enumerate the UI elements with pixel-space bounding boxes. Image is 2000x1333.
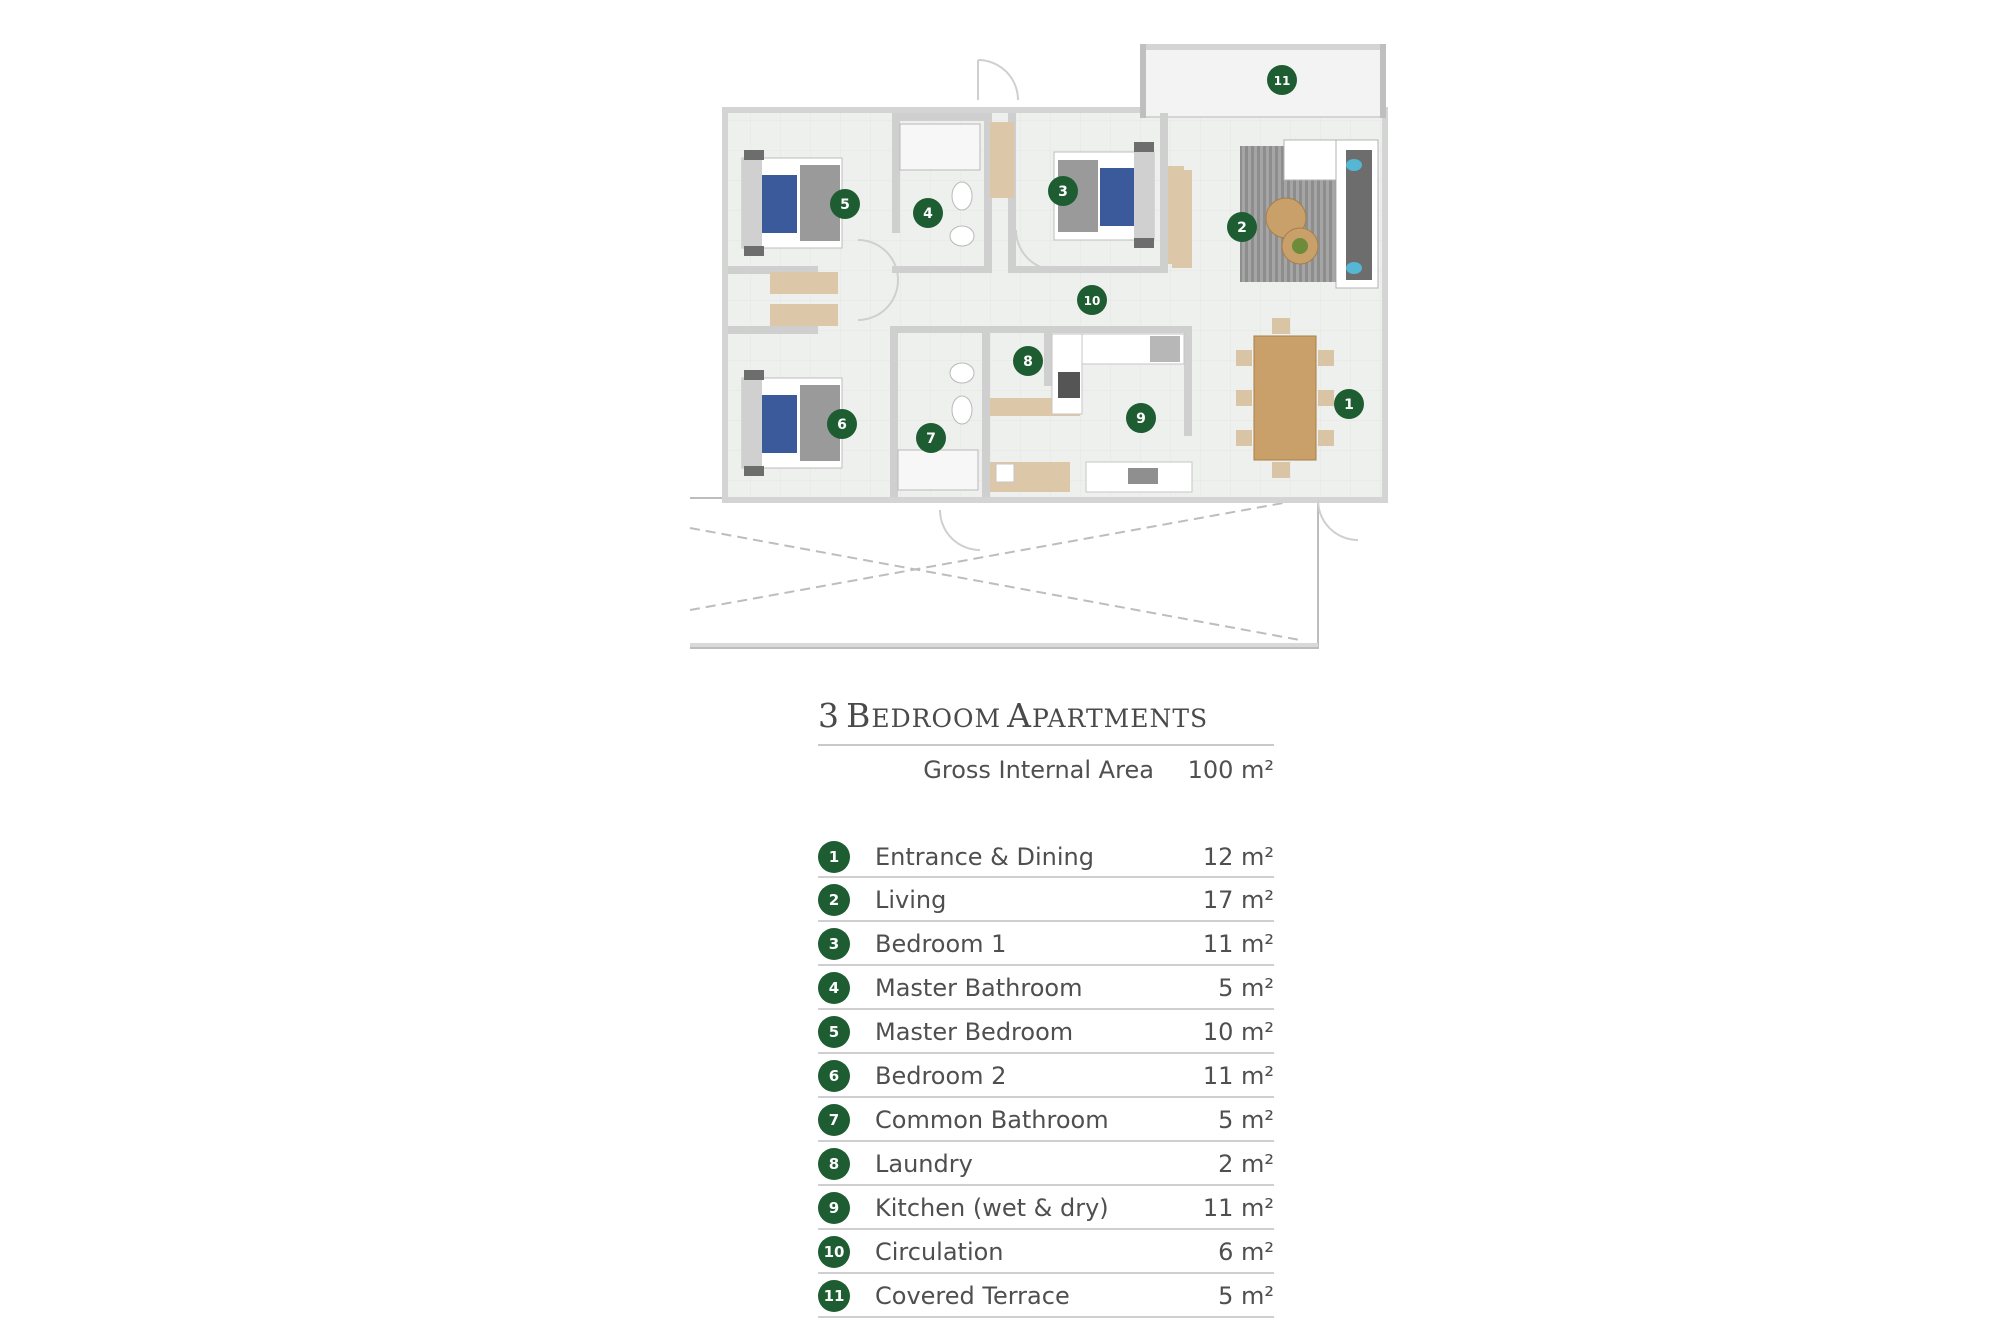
room-number-badge: 8 xyxy=(818,1148,850,1180)
room-marker-8: 8 xyxy=(1013,346,1043,376)
svg-text:9: 9 xyxy=(1136,411,1146,427)
room-name: Living xyxy=(875,886,947,914)
room-number-badge: 5 xyxy=(818,1016,850,1048)
room-name: Covered Terrace xyxy=(875,1282,1070,1310)
svg-text:3: 3 xyxy=(1058,184,1068,200)
title-number: 3 xyxy=(818,696,840,735)
room-name: Common Bathroom xyxy=(875,1106,1109,1134)
room-row: 3 Bedroom 1 11 m² xyxy=(818,922,1274,966)
room-area: 6 m² xyxy=(1218,1238,1274,1266)
svg-text:7: 7 xyxy=(926,431,936,447)
svg-text:11: 11 xyxy=(1274,74,1291,88)
master-bed xyxy=(741,150,843,256)
room-area: 2 m² xyxy=(1218,1150,1274,1178)
gross-internal-area: Gross Internal Area 100 m² xyxy=(818,756,1274,784)
room-name: Master Bedroom xyxy=(875,1018,1074,1046)
svg-text:4: 4 xyxy=(923,206,933,222)
room-list: 1 Entrance & Dining 12 m² 2 Living 17 m²… xyxy=(818,836,1274,1318)
room-name: Entrance & Dining xyxy=(875,843,1094,871)
room-row: 4 Master Bathroom 5 m² xyxy=(818,966,1274,1010)
room-marker-10: 10 xyxy=(1077,285,1107,315)
room-row: 6 Bedroom 2 11 m² xyxy=(818,1054,1274,1098)
room-marker-11: 11 xyxy=(1267,65,1297,95)
room-row: 8 Laundry 2 m² xyxy=(818,1142,1274,1186)
room-row: 1 Entrance & Dining 12 m² xyxy=(818,836,1274,878)
room-area: 11 m² xyxy=(1202,1062,1274,1090)
room-number-badge: 2 xyxy=(818,884,850,916)
title-word-1-rest: EDROOM xyxy=(871,704,1002,733)
room-area: 17 m² xyxy=(1202,886,1274,914)
room-number-badge: 6 xyxy=(818,1060,850,1092)
room-marker-2: 2 xyxy=(1227,212,1257,242)
room-name: Bedroom 2 xyxy=(875,1062,1007,1090)
room-name: Laundry xyxy=(875,1150,973,1178)
dining-table xyxy=(1236,318,1334,478)
room-row: 9 Kitchen (wet & dry) 11 m² xyxy=(818,1186,1274,1230)
room-area: 12 m² xyxy=(1202,843,1274,871)
room-number-badge: 11 xyxy=(818,1280,850,1312)
room-marker-7: 7 xyxy=(916,423,946,453)
room-area: 11 m² xyxy=(1202,1194,1274,1222)
room-name: Circulation xyxy=(875,1238,1004,1266)
room-area: 5 m² xyxy=(1218,1282,1274,1310)
room-row: 7 Common Bathroom 5 m² xyxy=(818,1098,1274,1142)
room-name: Bedroom 1 xyxy=(875,930,1007,958)
room-marker-9: 9 xyxy=(1126,403,1156,433)
room-name: Kitchen (wet & dry) xyxy=(875,1194,1109,1222)
bedroom2-bed xyxy=(741,370,843,476)
room-area: 5 m² xyxy=(1218,974,1274,1002)
room-number-badge: 1 xyxy=(818,841,850,873)
room-marker-6: 6 xyxy=(827,409,857,439)
room-marker-1: 1 xyxy=(1334,389,1364,419)
area-schedule: 3 BEDROOM APARTMENTS Gross Internal Area… xyxy=(818,696,1274,1318)
title-word-1-cap: B xyxy=(846,696,872,735)
room-row: 2 Living 17 m² xyxy=(818,878,1274,922)
kitchen-counters xyxy=(990,333,1193,493)
room-number-badge: 9 xyxy=(818,1192,850,1224)
room-number-badge: 4 xyxy=(818,972,850,1004)
svg-text:10: 10 xyxy=(1084,294,1101,308)
room-row: 11 Covered Terrace 5 m² xyxy=(818,1274,1274,1318)
room-marker-4: 4 xyxy=(913,198,943,228)
svg-text:8: 8 xyxy=(1023,354,1033,370)
doors xyxy=(857,59,1359,551)
room-row: 5 Master Bedroom 10 m² xyxy=(818,1010,1274,1054)
room-number-badge: 10 xyxy=(818,1236,850,1268)
room-area: 10 m² xyxy=(1202,1018,1274,1046)
title-word-2-rest: PARTMENTS xyxy=(1032,704,1209,733)
svg-text:6: 6 xyxy=(837,417,847,433)
room-number-badge: 3 xyxy=(818,928,850,960)
room-number-badge: 7 xyxy=(818,1104,850,1136)
room-name: Master Bathroom xyxy=(875,974,1083,1002)
gross-area-value: 100 m² xyxy=(1187,756,1274,784)
svg-text:1: 1 xyxy=(1344,397,1354,413)
room-area: 5 m² xyxy=(1218,1106,1274,1134)
balcony-area xyxy=(689,497,1319,649)
interior-walls xyxy=(728,113,1192,497)
covered-terrace xyxy=(1140,44,1386,118)
living-furniture xyxy=(1172,139,1379,289)
gross-area-label: Gross Internal Area xyxy=(923,756,1154,784)
schedule-title: 3 BEDROOM APARTMENTS xyxy=(818,696,1274,746)
room-area: 11 m² xyxy=(1202,930,1274,958)
title-word-2-cap: A xyxy=(1007,696,1033,735)
svg-text:5: 5 xyxy=(840,197,850,213)
bathroom-fixtures xyxy=(897,123,981,491)
room-marker-3: 3 xyxy=(1048,176,1078,206)
room-marker-5: 5 xyxy=(830,189,860,219)
room-row: 10 Circulation 6 m² xyxy=(818,1230,1274,1274)
floor-plan: 1 2 3 4 5 6 7 8 9 10 11 xyxy=(689,44,1388,649)
svg-text:2: 2 xyxy=(1237,220,1247,236)
